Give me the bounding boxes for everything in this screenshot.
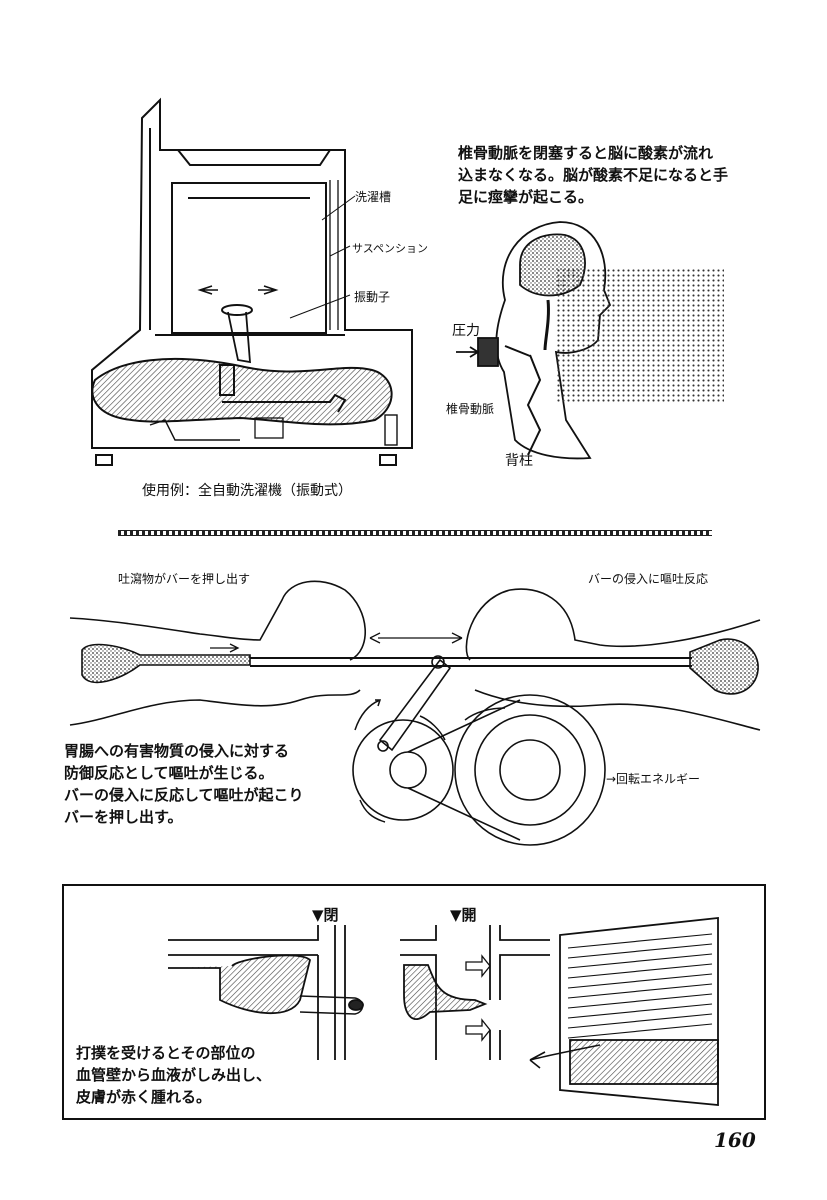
label-suspension: サスペンション [352, 242, 429, 255]
vomit-machine-drawing [69, 580, 761, 846]
neck-text-line: 椎骨動脈を閉塞すると脳に酸素が流れ [458, 144, 714, 162]
label-vertebral-artery: 椎骨動脈 [446, 402, 495, 416]
neck-text-line: 足に痙攣が起こる。 [458, 188, 594, 206]
label-vomit-reaction: バーの侵入に嘔吐反応 [588, 572, 709, 586]
label-vibrator: 振動子 [354, 290, 391, 304]
vomit-explanation: 胃腸への有害物質の侵入に対する 防御反応として嘔吐が生じる。 バーの侵入に反応し… [64, 740, 304, 828]
vomit-text-line: バーを押し出す。 [64, 808, 183, 826]
washer-caption: 使用例：全自動洗濯機（振動式） [142, 483, 352, 499]
label-open: ▼開 [450, 906, 477, 924]
bruise-text-line: 血管壁から血液がしみ出し、 [76, 1066, 272, 1084]
label-rotational-energy: →回転エネルギー [606, 772, 701, 786]
section-divider [118, 530, 712, 536]
bruise-text-line: 皮膚が赤く腫れる。 [76, 1088, 212, 1106]
bruise-text-line: 打撲を受けるとその部位の [76, 1044, 256, 1062]
label-vomit-pushes-bar: 吐瀉物がバーを押し出す [118, 572, 251, 586]
vomit-text-line: 胃腸への有害物質の侵入に対する [64, 742, 290, 760]
label-wash-tub: 洗濯槽 [355, 190, 392, 204]
bruise-panel-frame [62, 884, 766, 1120]
label-spine: 背柱 [505, 453, 533, 469]
vomit-text-line: 防御反応として嘔吐が生じる。 [64, 764, 274, 782]
label-closed: ▼閉 [312, 906, 339, 924]
page-number: 160 [714, 1128, 756, 1152]
washer-leader-lines [289, 195, 356, 319]
shadow-dot-pattern [556, 268, 724, 404]
vomit-text-line: バーの侵入に反応して嘔吐が起こり [64, 786, 304, 804]
bruise-drawing [168, 916, 719, 1106]
washing-machine-drawing [91, 97, 413, 466]
bruise-explanation: 打撲を受けるとその部位の 血管壁から血液がしみ出し、 皮膚が赤く腫れる。 [76, 1042, 271, 1108]
neck-explanation: 椎骨動脈を閉塞すると脳に酸素が流れ 込まなくなる。脳が酸素不足になると手 足に痙… [458, 142, 728, 208]
label-pressure: 圧力 [452, 323, 480, 339]
neck-text-line: 込まなくなる。脳が酸素不足になると手 [458, 166, 729, 184]
